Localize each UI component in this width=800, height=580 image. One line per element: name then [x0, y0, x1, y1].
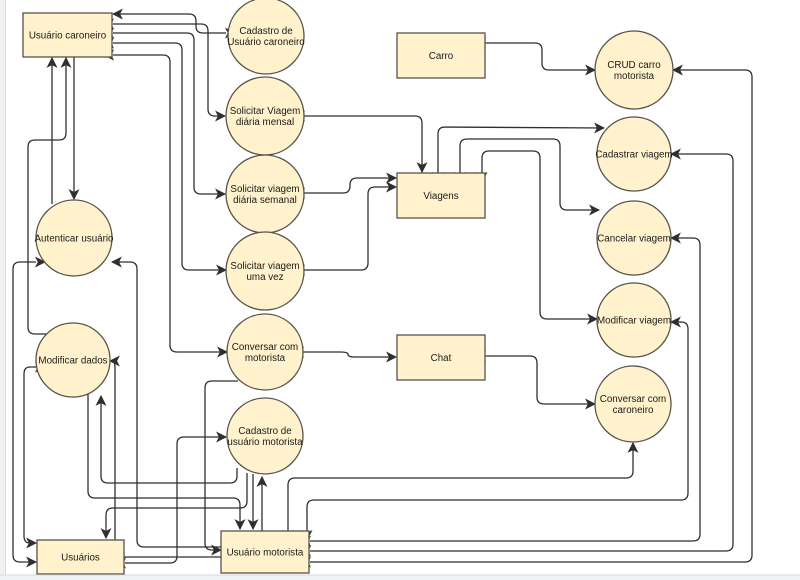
node-label: Usuário motorista — [227, 548, 304, 559]
process-cancelar-viagem[interactable]: Cancelar viagem — [596, 200, 672, 276]
node-label-line: Cadastro de — [238, 426, 292, 437]
node-label: Cadastrar viagem — [595, 150, 672, 161]
entity-carro[interactable]: Carro — [396, 32, 486, 79]
entity-chat[interactable]: Chat — [396, 334, 486, 381]
process-circle[interactable] — [596, 200, 672, 276]
flow-edge-modificar-dados--usuarios[interactable] — [23, 361, 46, 549]
node-label-line: Cadastrar viagem — [595, 150, 672, 161]
entity-usuario-caroneiro[interactable]: Usuário caroneiro — [22, 12, 113, 58]
flow-edge-usuarios--cadastro-de-usuario-motorista[interactable] — [115, 431, 228, 569]
process-circle[interactable] — [594, 365, 672, 443]
entity-viagens[interactable]: Viagens — [396, 172, 486, 219]
node-label: Carro — [429, 51, 454, 62]
node-label-line: Carro — [429, 51, 454, 62]
flow-edge-autenticar-usuario--usuarios[interactable] — [12, 256, 46, 568]
process-circle[interactable] — [596, 282, 672, 358]
process-circle[interactable] — [35, 199, 113, 277]
node-label-line: Cancelar viagem — [597, 234, 671, 245]
node-label-line: Chat — [431, 353, 452, 364]
node-label-line: motorista — [614, 71, 655, 82]
entity-rect[interactable] — [396, 172, 486, 219]
process-circle[interactable] — [226, 397, 304, 475]
node-label-line: CRUD carro — [607, 60, 661, 71]
node-label-line: Modificar viagem — [597, 316, 671, 327]
node-label-line: Usuário motorista — [227, 548, 304, 559]
node-label: Autenticar usuário — [35, 234, 115, 245]
node-label-line: Usuário caroneiro — [29, 31, 107, 42]
node-label: Viagens — [423, 191, 458, 202]
node-label: Cancelar viagem — [597, 234, 671, 245]
node-label-line: motorista — [245, 353, 286, 364]
node-label-line: diária mensal — [236, 117, 294, 128]
process-modificar-viagem[interactable]: Modificar viagem — [596, 282, 672, 358]
process-circle[interactable] — [226, 313, 304, 391]
node-label-line: diária semanal — [233, 195, 297, 206]
node-label-line: usuário motorista — [227, 437, 303, 448]
node-label-line: Usuários — [61, 553, 100, 564]
node-label-line: Solicitar Viagem — [230, 106, 301, 117]
entity-rect[interactable] — [220, 530, 310, 574]
flow-edge-usuario-motorista--cancelar-viagem[interactable] — [300, 232, 701, 547]
node-label: Usuários — [61, 553, 100, 564]
process-circle[interactable] — [596, 116, 672, 192]
process-modificar-dados[interactable]: Modificar dados — [35, 322, 111, 398]
flow-edge-usuario-caroneiro--conversar-com-motorista[interactable] — [103, 49, 229, 358]
node-label-line: uma vez — [246, 272, 283, 283]
node-label-line: Cadastro de — [239, 26, 293, 37]
node-label-line: Usuário caroneiro — [227, 37, 305, 48]
flow-edge-usuario-motorista--cadastrar-viagem[interactable] — [300, 148, 734, 557]
node-label: Chat — [431, 353, 452, 364]
process-circle[interactable] — [594, 30, 674, 110]
node-label-line: Solicitar viagem — [230, 184, 299, 195]
node-label-line: Conversar com — [232, 342, 298, 353]
node-label-line: Autenticar usuário — [35, 234, 115, 245]
node-label-line: Modificar dados — [38, 356, 107, 367]
left-gutter — [0, 0, 5, 580]
process-cadastrar-viagem[interactable]: Cadastrar viagem — [595, 116, 673, 192]
bottom-gutter — [0, 575, 800, 580]
node-label-line: caroneiro — [613, 405, 654, 416]
flow-edge-conversar-com-motorista--usuario-motorista[interactable] — [204, 380, 238, 556]
process-circle[interactable] — [35, 322, 111, 398]
node-label-line: Solicitar viagem — [230, 261, 299, 272]
entity-rect[interactable] — [22, 12, 113, 58]
node-label: Modificar viagem — [597, 316, 671, 327]
flow-edge-cadastro-de-usuario-motorista--usuarios[interactable] — [100, 473, 248, 540]
entity-usuarios[interactable]: Usuários — [36, 539, 125, 575]
node-label-line: Viagens — [423, 191, 458, 202]
node-label: Usuário caroneiro — [29, 31, 107, 42]
process-circle[interactable] — [225, 231, 305, 311]
entity-rect[interactable] — [36, 539, 125, 575]
process-circle[interactable] — [227, 0, 305, 75]
flow-edge-usuario-motorista--crud-carro-motorista[interactable] — [300, 64, 753, 568]
entity-rect[interactable] — [396, 334, 486, 381]
node-label: Modificar dados — [38, 356, 107, 367]
entity-usuario-motorista[interactable]: Usuário motorista — [220, 530, 310, 574]
node-label-line: Conversar com — [600, 394, 666, 405]
entity-rect[interactable] — [396, 32, 486, 79]
process-autenticar-usuario[interactable]: Autenticar usuário — [35, 199, 115, 277]
